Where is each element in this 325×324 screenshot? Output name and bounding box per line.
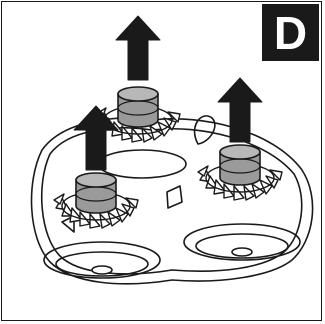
shaver-head-illustration (2, 2, 323, 322)
shaver-head-holder (32, 118, 313, 284)
arrow-up-icon (116, 16, 160, 80)
illustration-frame: D (1, 1, 322, 321)
